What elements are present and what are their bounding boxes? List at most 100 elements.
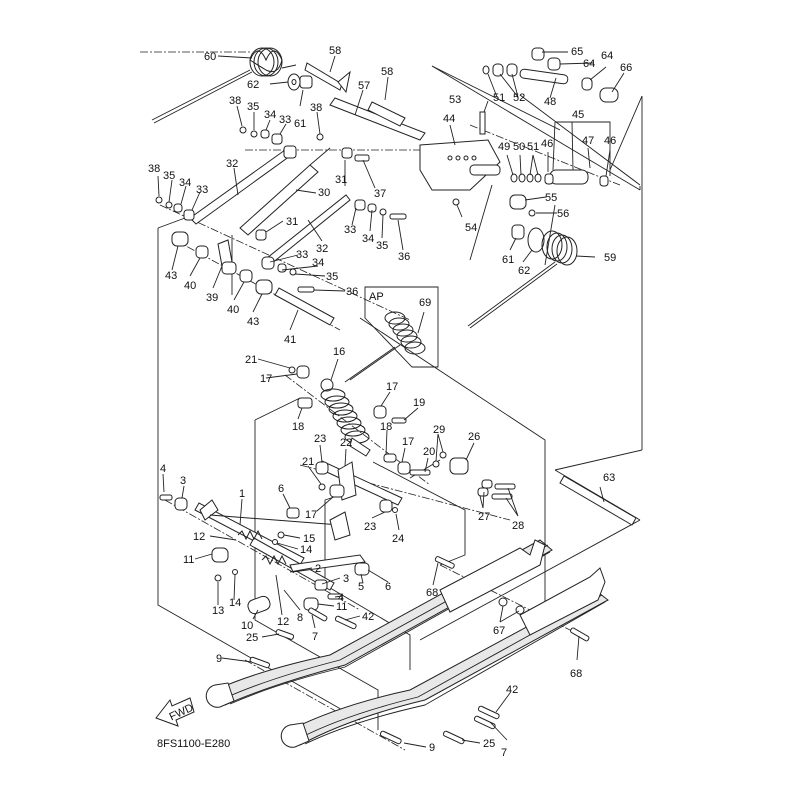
collar-34b	[173, 203, 183, 213]
callout-label: 18	[380, 421, 392, 433]
callout-label: 23	[364, 521, 376, 533]
bolt-36b	[297, 286, 315, 293]
callout-label: 34	[362, 233, 374, 245]
callout-label: 34	[179, 177, 191, 189]
callout-label: 33	[196, 184, 208, 196]
parts	[151, 47, 637, 748]
nut-38a	[239, 126, 247, 134]
callout-label: 31	[335, 174, 347, 186]
callout-label: 34	[264, 109, 276, 121]
nut-15	[277, 531, 285, 539]
collar-27b	[477, 487, 489, 497]
callout-label: 14	[300, 544, 312, 556]
inset-pointer	[349, 344, 401, 381]
bolt-7b	[473, 715, 496, 730]
plate-26	[449, 457, 469, 475]
bushing-66	[599, 87, 619, 103]
callout-label: 38	[148, 163, 160, 175]
callout-label: 3	[343, 573, 349, 585]
callout-label: 3	[180, 475, 186, 487]
boundary-line	[157, 228, 361, 721]
callout-label: 63	[603, 472, 615, 484]
bushing-46b	[599, 175, 609, 187]
nut-29b	[432, 460, 440, 468]
boundary-line	[431, 65, 561, 131]
fwd-arrow-icon	[155, 697, 195, 727]
collar-33d	[261, 256, 275, 270]
shock-absorber-16	[320, 378, 371, 457]
ring-51	[526, 173, 534, 183]
callout-label: 65	[571, 46, 583, 58]
boundary-line	[254, 397, 301, 421]
ring-51b	[534, 173, 542, 183]
ring-51-top	[482, 65, 490, 75]
washer-67b	[515, 605, 525, 615]
collar-33c	[354, 199, 366, 211]
callout-label: 13	[212, 605, 224, 617]
callout-label: 53	[449, 94, 461, 106]
callout-label: 51	[527, 141, 539, 153]
callout-label: 9	[429, 742, 435, 754]
bushing-11a	[211, 547, 229, 563]
callout-label: 20	[423, 446, 435, 458]
callout-label: 35	[376, 240, 388, 252]
callout-label: 5	[358, 581, 364, 593]
callout-label: 64	[583, 58, 595, 70]
bracket-44	[419, 139, 501, 191]
bolt-53	[479, 111, 486, 135]
spring-12b	[261, 554, 287, 566]
callout-label: 46	[541, 138, 553, 150]
callout-label: 6	[385, 581, 391, 593]
bushing-61	[299, 75, 313, 89]
callout-label: 46	[604, 135, 616, 147]
callout-label: 45	[572, 109, 584, 121]
callout-label: 59	[604, 252, 616, 264]
callout-label: 38	[229, 95, 241, 107]
callout-label: 35	[163, 170, 175, 182]
callout-label: 56	[557, 208, 569, 220]
callout-label: 31	[286, 216, 298, 228]
bolt-25a	[275, 629, 295, 640]
callout-label: 57	[358, 80, 370, 92]
boundary-line	[519, 94, 641, 186]
bolt-13	[214, 574, 222, 582]
boundary-line	[157, 217, 186, 229]
bolt-7a	[308, 607, 328, 622]
washer-35c	[379, 208, 387, 216]
bushing-40b	[239, 269, 253, 283]
callout-label: 34	[312, 257, 324, 269]
callout-label: 40	[227, 304, 239, 316]
nut-56	[528, 209, 536, 217]
bolt-9b	[379, 730, 402, 745]
callout-label: 33	[344, 224, 356, 236]
callout-label: 43	[247, 316, 259, 328]
callout-label: 36	[346, 286, 358, 298]
callout-label: 17	[402, 436, 414, 448]
callout-label: 33	[279, 114, 291, 126]
collar-23b	[379, 499, 393, 513]
callout-label: 44	[443, 113, 455, 125]
washer-67a	[498, 597, 508, 607]
boundary-line	[544, 204, 556, 266]
shaft-57	[329, 97, 426, 141]
callout-label: 60	[204, 51, 216, 63]
inset-box-ap	[364, 286, 439, 368]
assembly-45	[549, 169, 589, 185]
shaft-41	[274, 287, 335, 326]
callout-label: 43	[165, 270, 177, 282]
nut-52b	[506, 63, 518, 77]
callout-label: 19	[413, 397, 425, 409]
bolt-28a	[494, 483, 516, 490]
callout-label: 16	[333, 346, 345, 358]
collar-64a	[547, 57, 561, 71]
boundary-line	[469, 184, 493, 261]
ring-49	[510, 173, 518, 183]
bushing-40b-fill	[221, 261, 237, 275]
nut-21a	[288, 366, 296, 374]
callout-label: 67	[493, 625, 505, 637]
callout-label: 22	[340, 437, 352, 449]
callout-label: 61	[502, 254, 514, 266]
collar-31a	[341, 147, 353, 159]
nut-38b	[316, 133, 324, 141]
